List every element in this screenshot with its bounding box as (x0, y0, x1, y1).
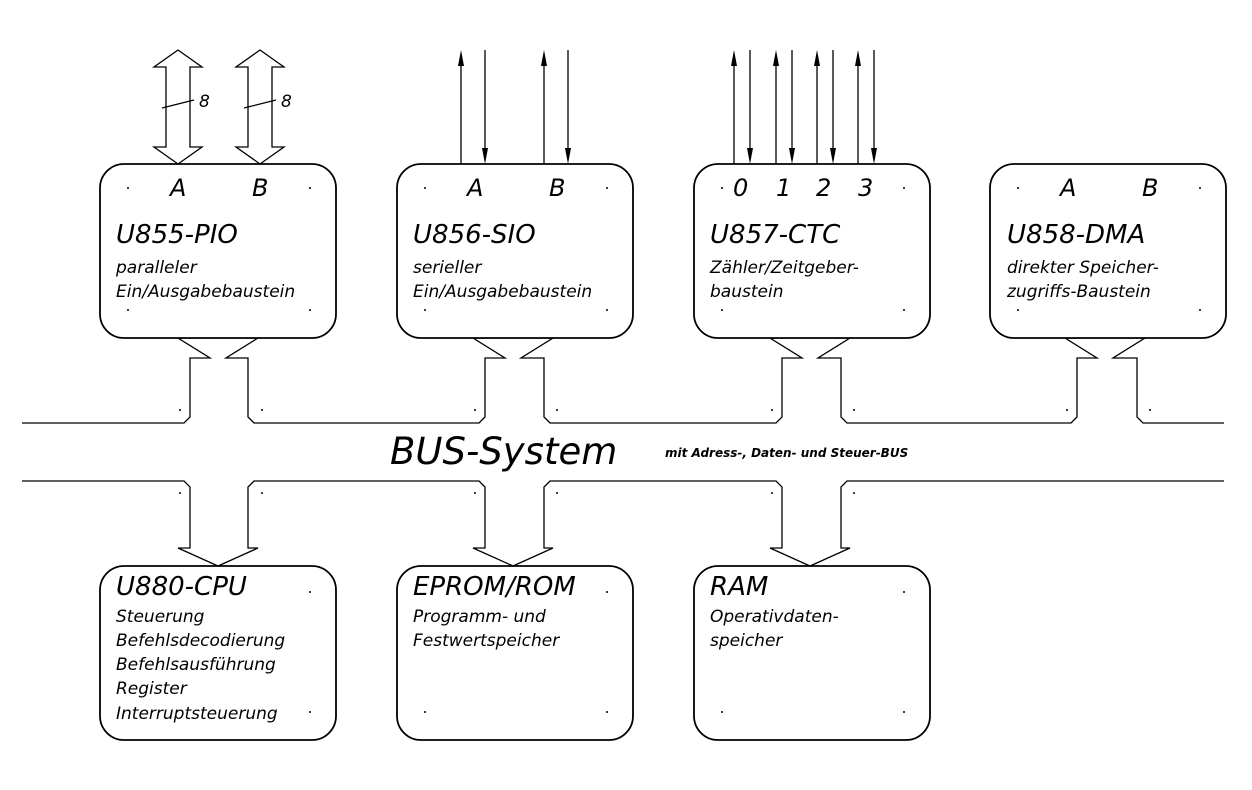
pio-corner-dot (127, 187, 129, 189)
cpu-desc-line5: Interruptsteuerung (116, 704, 278, 724)
cpu-desc-line2: Befehlsdecodierung (116, 631, 285, 651)
dma-box (989, 163, 1227, 339)
module-pio: A B U855-PIO paralleler Ein/Ausgabebaust… (99, 163, 337, 339)
rom-corner-dot (606, 591, 608, 593)
sio-corner-dot (424, 187, 426, 189)
ctc-channel-arrows (731, 50, 877, 164)
sio-box (396, 163, 634, 339)
pio-port-a-label: A (168, 174, 186, 202)
ram-corner-dot (903, 711, 905, 713)
ctc-channel-2-label: 2 (816, 174, 831, 202)
pio-port-a-width: 8 (199, 92, 210, 112)
ctc-title: U857-CTC (710, 220, 841, 250)
sio-desc-line2: Ein/Ausgabebaustein (413, 282, 592, 302)
pio-box (99, 163, 337, 339)
sio-corner-dot (424, 309, 426, 311)
sio-port-b-signal-arrows (541, 50, 571, 164)
rom-title: EPROM/ROM (413, 572, 576, 602)
sio-desc-line1: serieller (413, 258, 482, 278)
rom-desc-line2: Festwertspeicher (413, 631, 560, 651)
ctc-corner-dot (903, 187, 905, 189)
module-rom: EPROM/ROM Programm- und Festwertspeicher (396, 565, 634, 741)
pio-desc-line1: paralleler (115, 258, 198, 278)
ctc-box (693, 163, 931, 339)
cpu-desc-line3: Befehlsausführung (116, 655, 276, 675)
ram-desc-line1: Operativdaten- (710, 607, 839, 627)
dma-desc-line1: direkter Speicher- (1007, 258, 1159, 278)
ram-title: RAM (710, 572, 768, 602)
pio-corner-dot (309, 187, 311, 189)
cpu-title: U880-CPU (116, 572, 247, 602)
module-cpu: U880-CPU Steuerung Befehlsdecodierung Be… (99, 565, 337, 741)
cpu-desc-line4: Register (116, 679, 188, 699)
pio-port-b-bidirectional-arrow: 8 (233, 49, 292, 165)
bus-lines (22, 337, 1224, 567)
dma-title: U858-DMA (1007, 220, 1145, 250)
cpu-corner-dot (309, 711, 311, 713)
dma-desc-line2: zugriffs-Baustein (1006, 282, 1151, 302)
bus-bottom-line (22, 480, 1224, 567)
ram-corner-dot (903, 591, 905, 593)
ram-desc-line2: speicher (710, 631, 783, 651)
dma-corner-dot (1017, 309, 1019, 311)
cpu-desc-line1: Steuerung (116, 607, 205, 627)
ctc-channel-3-label: 3 (858, 174, 873, 202)
pio-port-b-label: B (252, 174, 268, 202)
dma-port-b-label: B (1142, 174, 1158, 202)
sio-port-b-label: B (549, 174, 565, 202)
bus-system-subtitle: mit Adress-, Daten- und Steuer-BUS (665, 446, 908, 460)
pio-corner-dot (127, 309, 129, 311)
dma-corner-dot (1199, 309, 1201, 311)
module-ram: RAM Operativdaten- speicher (693, 565, 931, 741)
ram-corner-dot (721, 711, 723, 713)
rom-corner-dot (606, 711, 608, 713)
bus-connector-dots (179, 409, 1151, 494)
rom-corner-dot (424, 711, 426, 713)
dma-corner-dot (1017, 187, 1019, 189)
sio-title: U856-SIO (413, 220, 536, 250)
pio-desc-line2: Ein/Ausgabebaustein (116, 282, 295, 302)
rom-box (396, 565, 634, 741)
bus-system-title: BUS-System (390, 430, 617, 473)
sio-corner-dot (606, 187, 608, 189)
cpu-corner-dot (309, 591, 311, 593)
module-ctc: 0 1 2 3 U857-CTC Zähler/Zeitgeber- baust… (693, 163, 931, 339)
rom-desc-line1: Programm- und (413, 607, 546, 627)
module-sio: A B U856-SIO serieller Ein/Ausgabebauste… (396, 163, 634, 339)
ctc-desc-line1: Zähler/Zeitgeber- (709, 258, 859, 278)
pio-title: U855-PIO (116, 220, 238, 250)
ram-box (693, 565, 931, 741)
pio-port-b-width: 8 (281, 92, 292, 112)
pio-port-a-bidirectional-arrow: 8 (151, 49, 210, 165)
ctc-desc-line2: baustein (710, 282, 783, 302)
dma-corner-dot (1199, 187, 1201, 189)
ctc-channel-0-label: 0 (733, 174, 748, 202)
ctc-corner-dot (721, 309, 723, 311)
ctc-corner-dot (903, 309, 905, 311)
sio-corner-dot (606, 309, 608, 311)
sio-port-a-signal-arrows (458, 50, 488, 164)
dma-port-a-label: A (1058, 174, 1076, 202)
module-dma: A B U858-DMA direkter Speicher- zugriffs… (989, 163, 1227, 339)
ctc-channel-1-label: 1 (776, 174, 791, 202)
pio-corner-dot (309, 309, 311, 311)
ctc-corner-dot (721, 187, 723, 189)
cpu-box (99, 565, 337, 741)
sio-port-a-label: A (465, 174, 483, 202)
bus-top-line (22, 337, 1224, 424)
